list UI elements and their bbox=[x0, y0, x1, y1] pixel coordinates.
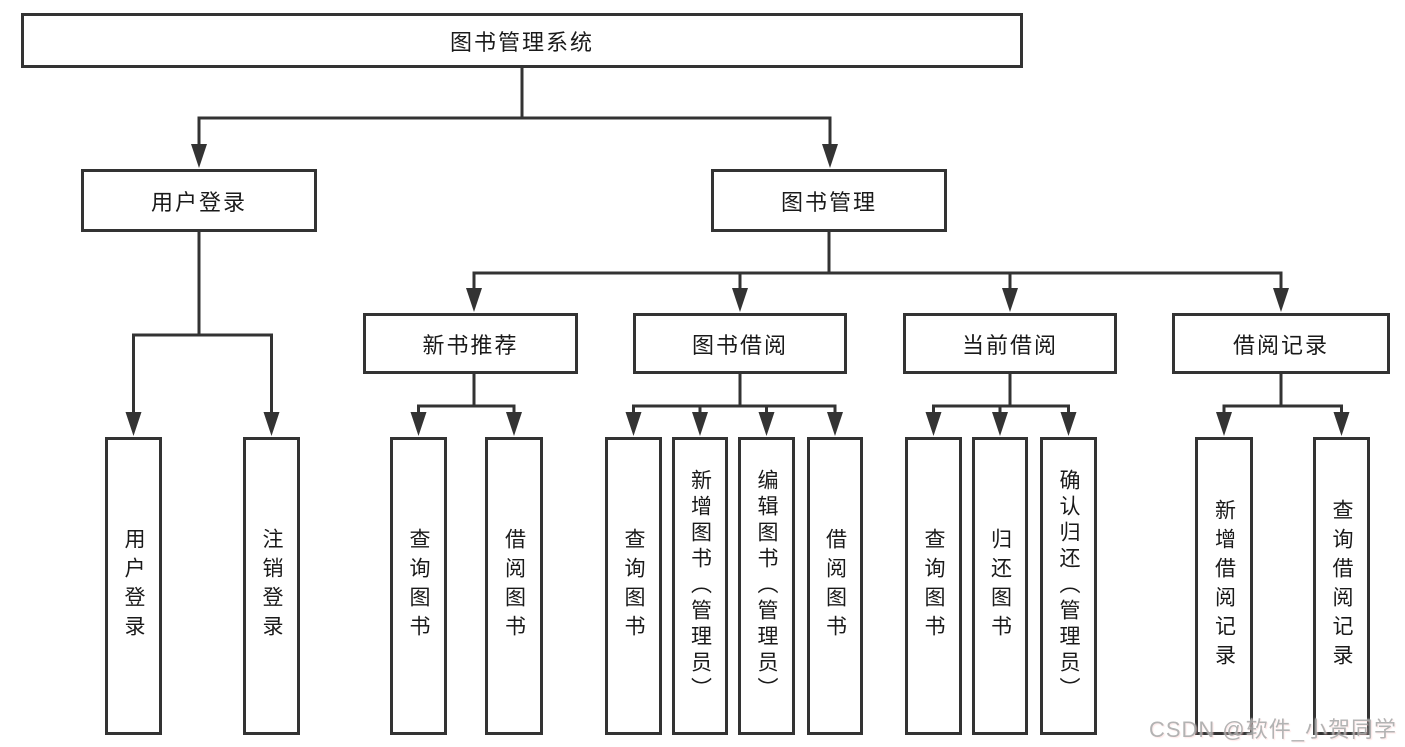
node-leaf-currentborrow-confirm-admin: 确认归还（管理员） bbox=[1040, 437, 1097, 735]
node-branch-user-login-label: 用户登录 bbox=[150, 189, 247, 215]
node-root-system-label: 图书管理系统 bbox=[449, 29, 594, 55]
node-branch-book-management: 图书管理 bbox=[711, 169, 947, 232]
node-cat-current-borrow: 当前借阅 bbox=[903, 313, 1117, 374]
node-cat-borrow-records: 借阅记录 bbox=[1172, 313, 1390, 374]
node-leaf-bookborrow-add-admin: 新增图书（管理员） bbox=[672, 437, 728, 735]
node-leaf-newbooks-borrow: 借阅图书 bbox=[485, 437, 543, 735]
node-leaf-bookborrow-query: 查询图书 bbox=[605, 437, 662, 735]
csdn-watermark: CSDN @软件_小贺同学 bbox=[1148, 717, 1397, 742]
node-cat-book-borrow: 图书借阅 bbox=[633, 313, 847, 374]
node-leaf-records-add: 新增借阅记录 bbox=[1195, 437, 1253, 735]
node-leaf-newbooks-borrow-label: 借阅图书 bbox=[502, 528, 526, 644]
node-leaf-currentborrow-return: 归还图书 bbox=[972, 437, 1028, 735]
node-leaf-bookborrow-borrow: 借阅图书 bbox=[807, 437, 863, 735]
node-leaf-bookborrow-query-label: 查询图书 bbox=[622, 528, 645, 644]
node-leaf-user-logout-label: 注销登录 bbox=[260, 528, 283, 644]
node-root-system: 图书管理系统 bbox=[21, 13, 1023, 68]
node-leaf-currentborrow-query-label: 查询图书 bbox=[922, 528, 945, 644]
node-branch-book-management-label: 图书管理 bbox=[780, 189, 877, 215]
node-leaf-records-query: 查询借阅记录 bbox=[1313, 437, 1370, 735]
arrowheads bbox=[125, 144, 1350, 436]
node-leaf-bookborrow-borrow-label: 借阅图书 bbox=[823, 528, 847, 644]
node-leaf-currentborrow-return-label: 归还图书 bbox=[988, 528, 1012, 644]
node-leaf-currentborrow-confirm-admin-label: 确认归还（管理员） bbox=[1057, 469, 1080, 703]
node-cat-borrow-records-label: 借阅记录 bbox=[1232, 332, 1329, 358]
node-leaf-user-logout: 注销登录 bbox=[243, 437, 300, 735]
node-leaf-currentborrow-query: 查询图书 bbox=[905, 437, 962, 735]
node-leaf-newbooks-query-label: 查询图书 bbox=[407, 528, 430, 644]
node-cat-new-books: 新书推荐 bbox=[363, 313, 578, 374]
node-cat-current-borrow-label: 当前借阅 bbox=[961, 332, 1058, 358]
node-cat-book-borrow-label: 图书借阅 bbox=[691, 332, 788, 358]
node-leaf-records-query-label: 查询借阅记录 bbox=[1330, 499, 1353, 673]
node-leaf-bookborrow-edit-admin-label: 编辑图书（管理员） bbox=[755, 469, 778, 703]
node-leaf-user-login: 用户登录 bbox=[105, 437, 162, 735]
node-leaf-bookborrow-edit-admin: 编辑图书（管理员） bbox=[738, 437, 795, 735]
node-cat-new-books-label: 新书推荐 bbox=[422, 332, 519, 358]
node-leaf-newbooks-query: 查询图书 bbox=[390, 437, 447, 735]
node-leaf-user-login-label: 用户登录 bbox=[122, 528, 145, 644]
node-leaf-records-add-label: 新增借阅记录 bbox=[1212, 499, 1236, 673]
node-branch-user-login: 用户登录 bbox=[81, 169, 317, 232]
node-leaf-bookborrow-add-admin-label: 新增图书（管理员） bbox=[688, 469, 712, 703]
